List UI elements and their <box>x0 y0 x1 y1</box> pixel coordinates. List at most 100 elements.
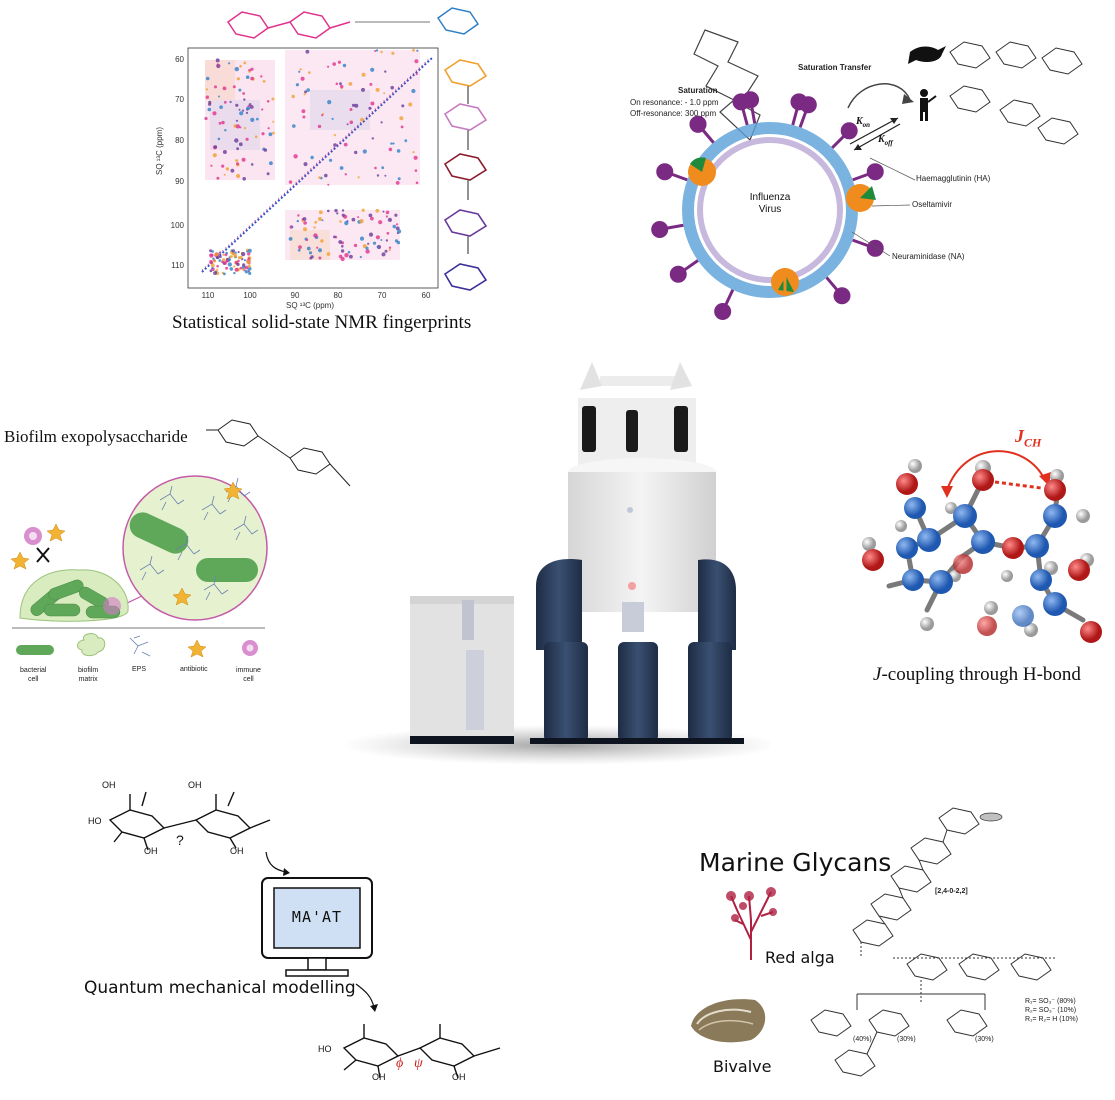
cross-peak-dot <box>381 166 385 170</box>
ha-spike-stem <box>682 259 699 273</box>
cross-peak-dot <box>408 102 413 107</box>
virus-label-line-1: Influenza <box>749 192 791 203</box>
marine-illustration <box>691 807 1055 1077</box>
bird-icon <box>908 46 946 64</box>
cross-peak-dots <box>204 48 419 276</box>
cross-peak-dot <box>339 220 342 223</box>
cross-peak-dot <box>224 129 227 132</box>
ha-spike-head <box>689 115 707 133</box>
cross-peak-dot <box>372 241 377 245</box>
cross-peak-dot <box>340 84 344 89</box>
cross-peak-dot <box>329 158 333 162</box>
cross-peak-dot <box>239 64 242 68</box>
cross-peak-dot <box>229 267 234 271</box>
cross-peak-dot <box>395 181 400 185</box>
cross-peak-dot <box>222 86 227 91</box>
computer-icon <box>261 877 373 977</box>
cross-peak-dot <box>241 109 245 112</box>
cross-peak-dot <box>374 166 377 170</box>
cross-peak-dot <box>351 217 356 222</box>
eps-strand <box>139 555 165 581</box>
cross-peak-dot <box>299 68 302 71</box>
cross-peak-dot <box>301 109 306 114</box>
oh-label-6: OH <box>452 1072 466 1082</box>
cross-peak-dot <box>395 223 399 226</box>
cross-peak-dot <box>341 213 345 217</box>
cross-peak-dot <box>298 70 301 73</box>
cross-peak-dot <box>359 236 365 241</box>
flow-arrow-2 <box>355 983 375 1009</box>
cross-peak-dot <box>212 153 217 158</box>
carbon-atoms <box>896 497 1067 627</box>
cross-peak-dot <box>241 252 246 257</box>
linkage-label: [2,4-0-2,2] <box>935 888 968 895</box>
y-tick-90: 90 <box>175 177 184 186</box>
cross-peak-dot <box>247 252 251 256</box>
ha-spike-head <box>669 265 687 283</box>
y-axis-ticks: 60 70 80 90 100 110 <box>171 55 185 270</box>
legend-bacterial-cell-icon <box>16 645 54 655</box>
x-tick-70: 70 <box>378 291 387 300</box>
legend-antibiotic: antibiotic <box>180 666 208 673</box>
cross-peak-dot <box>333 134 336 137</box>
cross-peak-dot <box>313 233 318 238</box>
cross-peak-dot <box>316 246 319 249</box>
cross-peak-dot <box>318 210 323 215</box>
cross-peak-dot <box>302 115 306 119</box>
cross-peak-dot <box>216 264 219 268</box>
maat-caption: Quantum mechanical modelling <box>84 978 356 998</box>
k-on-label: Kon <box>856 116 870 129</box>
exopolysaccharide-structure <box>206 419 351 487</box>
cross-peak-dot <box>361 208 365 212</box>
cross-peak-dot <box>218 259 222 262</box>
disaccharide-top <box>108 791 271 851</box>
y-tick-80: 80 <box>175 136 184 145</box>
k-off-subscript: off <box>884 139 893 147</box>
jcoupling-caption-rest: -coupling through H-bond <box>881 664 1081 685</box>
jcoupling-caption: J-coupling through H-bond <box>873 664 1081 686</box>
cross-peak-dot <box>387 217 392 222</box>
cross-peak-dot <box>362 149 367 154</box>
ha-spike-head <box>866 239 884 257</box>
cross-peak-dot <box>327 183 330 186</box>
cross-peak-dot <box>401 104 405 108</box>
cross-peak-dot <box>235 159 239 163</box>
jcoupling-caption-italic: J <box>873 664 882 685</box>
y-tick-100: 100 <box>171 221 185 230</box>
cross-peak-dot <box>348 82 353 86</box>
cross-peak-dot <box>232 85 236 89</box>
cross-peak-dot <box>381 252 386 257</box>
cross-peak-dot <box>303 227 307 232</box>
biofilm-panel: Biofilm exopolysaccharide <box>0 400 370 690</box>
cross-peak-dot <box>245 111 249 114</box>
k-on-symbol: K <box>856 116 863 127</box>
cross-peak-dot <box>238 88 242 92</box>
y-tick-110: 110 <box>171 261 184 270</box>
molecular-model <box>862 450 1102 643</box>
cross-peak-dot <box>288 237 293 241</box>
cross-peak-dot <box>268 132 273 137</box>
cross-peak-dot <box>246 106 251 111</box>
sugar-chain-top <box>226 11 351 39</box>
cross-peak-dot <box>344 173 347 176</box>
ha-spike-head <box>790 93 808 111</box>
neuraminidase-units <box>688 157 876 296</box>
cross-peak-dot <box>391 51 395 55</box>
ha-spike-stem <box>852 238 871 248</box>
eps-strand <box>201 495 227 521</box>
cross-peak-dot <box>295 83 299 87</box>
cross-peak-dot <box>341 209 345 212</box>
cross-peak-dot <box>382 210 385 213</box>
cross-peak-dot <box>318 256 322 260</box>
cross-peak-dot <box>359 255 362 259</box>
jcoupling-panel: JCH J-coupling through H-bond <box>855 420 1115 695</box>
cross-peak-dot <box>210 164 213 167</box>
cross-peak-dot <box>244 270 249 274</box>
cross-peak-dot <box>215 58 220 63</box>
cross-peak-dot <box>388 147 393 152</box>
legend-eps: EPS <box>132 666 147 673</box>
cross-peak-dot <box>271 131 275 135</box>
cross-peak-dot <box>303 221 307 225</box>
cross-peak-dot <box>343 142 348 147</box>
